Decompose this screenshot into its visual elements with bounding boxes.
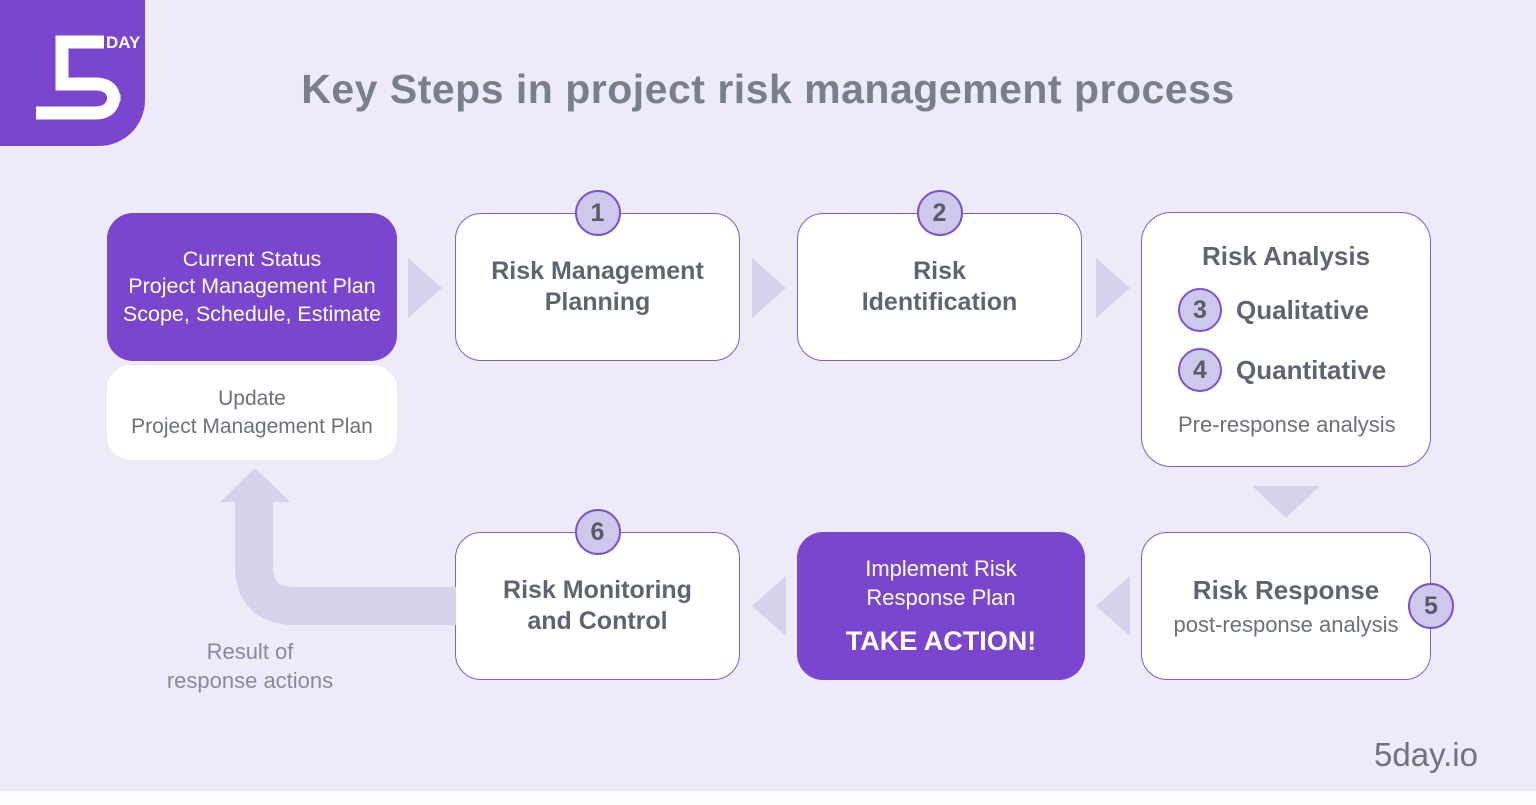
update-plan-line: Update	[218, 387, 286, 411]
risk-management-planning-title: Risk Management Planning	[491, 256, 704, 316]
take-action-label: TAKE ACTION!	[845, 625, 1037, 656]
risk-analysis-box: Risk Analysis 3 Qualitative 4 Quantitati…	[1141, 212, 1431, 467]
feedback-elbow-arrow-icon	[220, 468, 456, 625]
implement-response-box: Implement Risk Response Plan TAKE ACTION…	[797, 532, 1085, 680]
step-badge-2: 2	[916, 190, 963, 236]
risk-management-planning-box: 1 Risk Management Planning	[455, 190, 740, 361]
analysis-item-quantitative: 4 Quantitative	[1142, 348, 1430, 392]
pre-response-analysis-note: Pre-response analysis	[1178, 412, 1396, 437]
quantitative-label: Quantitative	[1236, 354, 1387, 385]
arrow-right-icon	[408, 258, 442, 318]
page-title: Key Steps in project risk management pro…	[301, 66, 1235, 112]
risk-identification-title: Risk Identification	[861, 256, 1018, 316]
bottom-strip	[0, 791, 1536, 805]
update-plan-line: Project Management Plan	[131, 414, 373, 438]
current-status-line: Scope, Schedule, Estimate	[122, 301, 382, 326]
logo-5-icon: DAY	[36, 33, 141, 120]
current-status-box: Current Status Project Management Plan S…	[107, 213, 397, 361]
analysis-item-qualitative: 3 Qualitative	[1142, 288, 1430, 332]
arrow-down-icon	[1252, 486, 1320, 518]
arrow-left-icon	[1096, 576, 1130, 636]
arrow-left-icon	[752, 576, 786, 636]
qualitative-label: Qualitative	[1236, 294, 1369, 325]
step-badge-3: 3	[1178, 288, 1222, 332]
implement-line: Response Plan	[866, 584, 1016, 610]
post-response-analysis-note: post-response analysis	[1173, 612, 1399, 638]
risk-identification-box: 2 Risk Identification	[797, 190, 1082, 361]
risk-response-box: 5 Risk Response post-response analysis	[1141, 532, 1454, 680]
arrow-right-icon	[752, 258, 786, 318]
site-url: 5day.io	[1374, 736, 1478, 773]
risk-response-title: Risk Response	[1192, 574, 1380, 605]
risk-monitoring-title: Risk Monitoring and Control	[503, 575, 692, 635]
current-status-line: Current Status	[182, 246, 322, 271]
current-status-line: Project Management Plan	[128, 274, 376, 299]
step-badge-6: 6	[574, 509, 621, 555]
risk-analysis-title: Risk Analysis	[1201, 241, 1371, 271]
step-badge-4: 4	[1178, 348, 1222, 392]
step-badge-1: 1	[574, 190, 621, 236]
feedback-label: Result of response actions	[125, 637, 375, 695]
feedback-line: response actions	[166, 668, 334, 694]
step-badge-5: 5	[1408, 583, 1454, 629]
update-plan-box: Update Project Management Plan	[107, 365, 397, 460]
feedback-line: Result of	[206, 639, 294, 664]
logo-day-text: DAY	[106, 33, 141, 52]
arrow-right-icon	[1096, 258, 1130, 318]
risk-monitoring-box: 6 Risk Monitoring and Control	[455, 509, 740, 680]
brand-logo: DAY	[0, 0, 145, 146]
implement-line: Implement Risk	[865, 556, 1017, 582]
